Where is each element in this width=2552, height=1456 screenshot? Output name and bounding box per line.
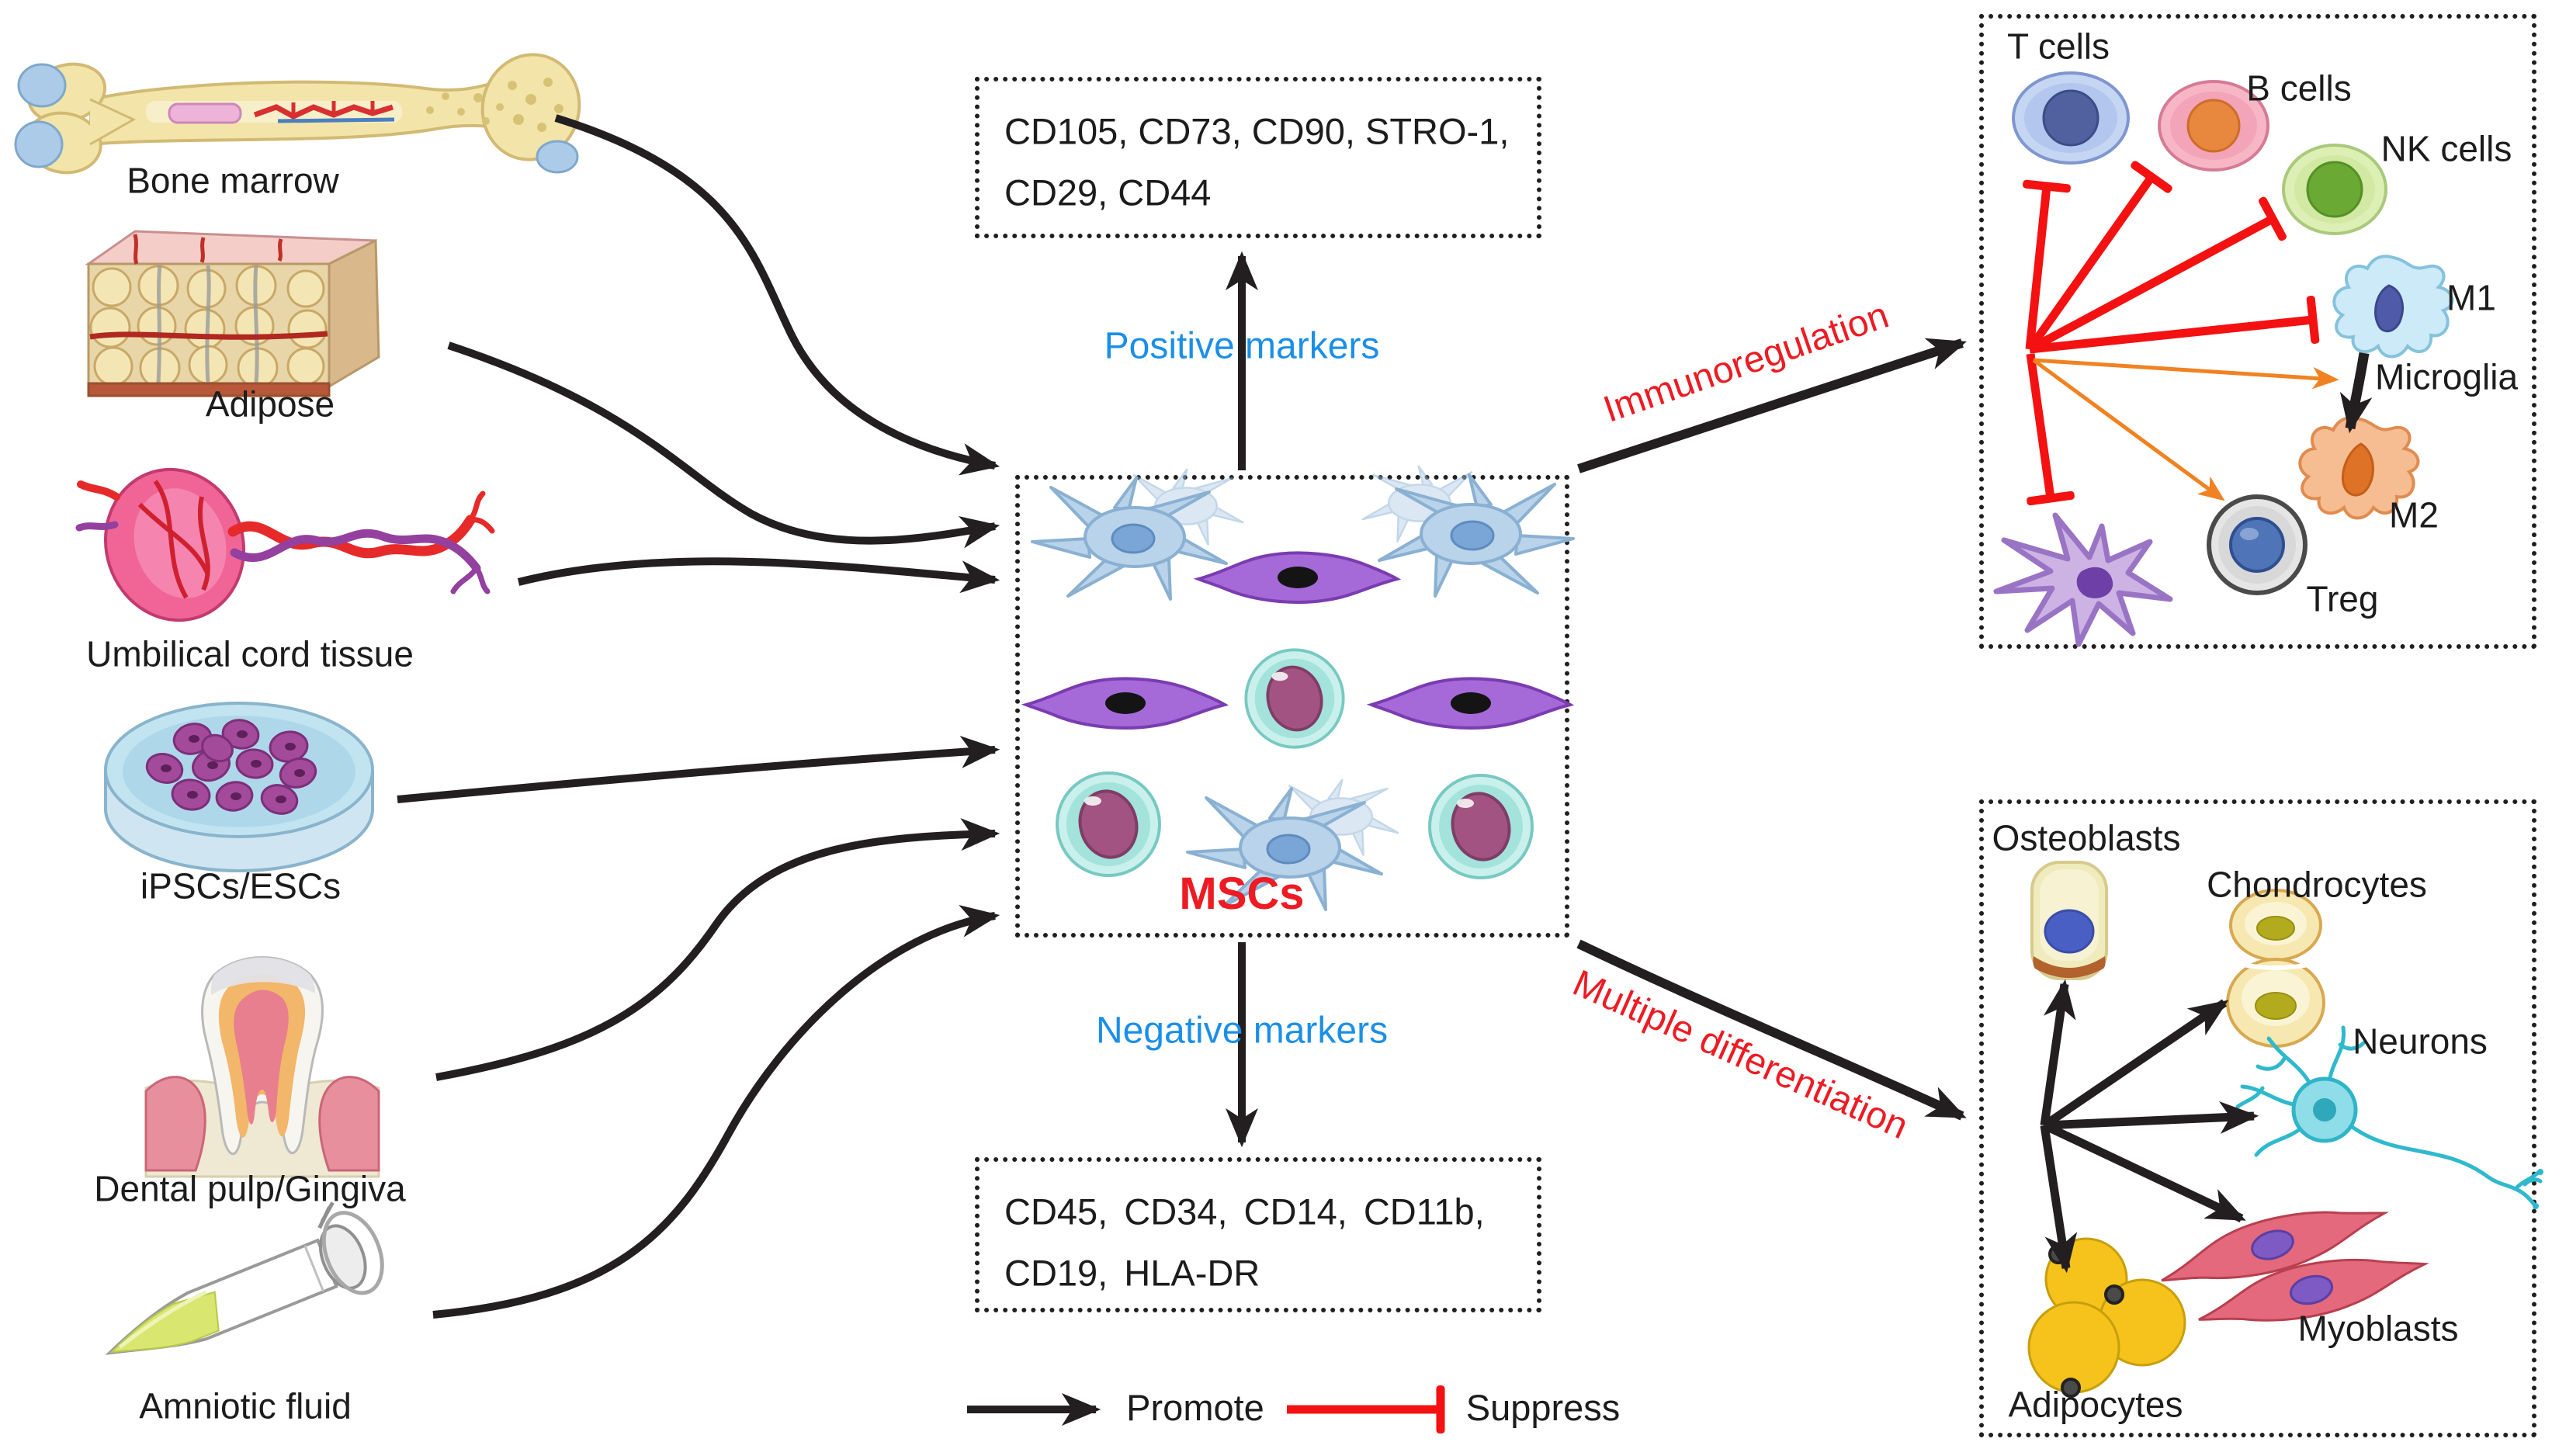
treg-label: Treg — [2306, 578, 2379, 619]
arrow-to-adipocytes — [2040, 1125, 2078, 1274]
adipose-icon — [85, 230, 380, 397]
arrow-umbilical-to-mscs — [517, 557, 1000, 594]
negative-markers-box — [975, 1157, 1541, 1312]
m1-label: M1 — [2446, 277, 2496, 318]
suppress-lines — [2023, 161, 2320, 506]
nk-cells-label: NK cells — [2380, 128, 2512, 169]
differentiation-arrows — [2040, 979, 2259, 1274]
arrow-multiple-differentiation — [1576, 939, 1967, 1121]
t-cells-label: T cells — [2006, 26, 2110, 67]
arrow-m1-to-m2 — [2339, 352, 2373, 434]
induce-arrow-treg — [2032, 358, 2225, 501]
chondrocytes-label: Chondrocytes — [2207, 864, 2427, 905]
source-label-dental-pulp: Dental pulp/Gingiva — [94, 1168, 406, 1209]
mscs-label: MSCs — [1179, 868, 1305, 920]
adipocytes-label: Adipocytes — [2008, 1384, 2183, 1425]
differentiation-box — [1979, 799, 2536, 1437]
suppress-tbar-b-cells — [2026, 161, 2172, 352]
positive-markers-title: Positive markers — [1104, 325, 1380, 367]
arrow-dental-to-mscs — [435, 818, 1000, 1081]
arrow-to-osteoblasts — [2040, 979, 2076, 1126]
mscs-cells — [1025, 466, 1573, 910]
negative-markers-line1: CD45, CD34, CD14, CD11b, — [1004, 1191, 1485, 1232]
arrow-adipose-to-mscs — [447, 341, 1000, 549]
legend-suppress-label: Suppress — [1465, 1387, 1621, 1429]
arrow-amniotic-to-mscs — [432, 905, 1000, 1319]
arrow-to-myoblasts — [2042, 1121, 2246, 1222]
source-arrows — [397, 114, 1000, 1319]
arrow-bone-marrow-to-mscs — [554, 114, 1000, 476]
suppress-tbar-dendritic — [2026, 353, 2075, 506]
suppress-tbar-m1 — [2029, 296, 2320, 354]
negative-markers-line2: CD19, HLA-DR — [1004, 1252, 1260, 1294]
negative-markers-title: Negative markers — [1095, 1010, 1389, 1052]
ipscs-dish-icon — [104, 702, 374, 872]
myoblasts-label: Myoblasts — [2297, 1308, 2459, 1349]
arrow-ipscs-to-mscs — [397, 735, 1000, 803]
induce-arrow-microglia — [2033, 358, 2339, 390]
source-label-umbilical-cord: Umbilical cord tissue — [86, 633, 414, 674]
source-label-amniotic-fluid: Amniotic fluid — [139, 1385, 352, 1427]
amniotic-tube-icon — [105, 1201, 384, 1355]
microglia-label: Microglia — [2374, 356, 2519, 397]
dental-pulp-icon — [144, 956, 380, 1178]
bone-marrow-icon — [14, 53, 581, 175]
positive-markers-box — [975, 77, 1541, 238]
umbilical-cord-icon — [75, 467, 495, 622]
source-label-adipose: Adipose — [205, 383, 335, 425]
m2-label: M2 — [2389, 494, 2439, 536]
immunoregulation-box — [1979, 14, 2536, 649]
positive-markers-line2: CD29, CD44 — [1004, 172, 1212, 213]
induce-lines — [2032, 358, 2339, 501]
differentiation-cells — [2027, 861, 2543, 1398]
source-label-bone-marrow: Bone marrow — [127, 160, 339, 201]
arrow-immunoregulation — [1577, 338, 1967, 473]
suppress-tbar-nk-cells — [2027, 196, 2287, 353]
positive-markers-line1: CD105, CD73, CD90, STRO-1, — [1004, 110, 1510, 152]
suppress-tbar-t-cells — [2023, 179, 2071, 350]
arrow-to-chondrocytes — [2041, 999, 2229, 1129]
legend-promote-label: Promote — [1126, 1387, 1264, 1429]
b-cells-label: B cells — [2246, 68, 2352, 109]
source-label-ipscs-escs: iPSCs/ESCs — [140, 865, 342, 907]
arrow-to-neurons — [2044, 1101, 2259, 1134]
neurons-label: Neurons — [2353, 1021, 2488, 1062]
osteoblasts-label: Osteoblasts — [1992, 817, 2181, 858]
